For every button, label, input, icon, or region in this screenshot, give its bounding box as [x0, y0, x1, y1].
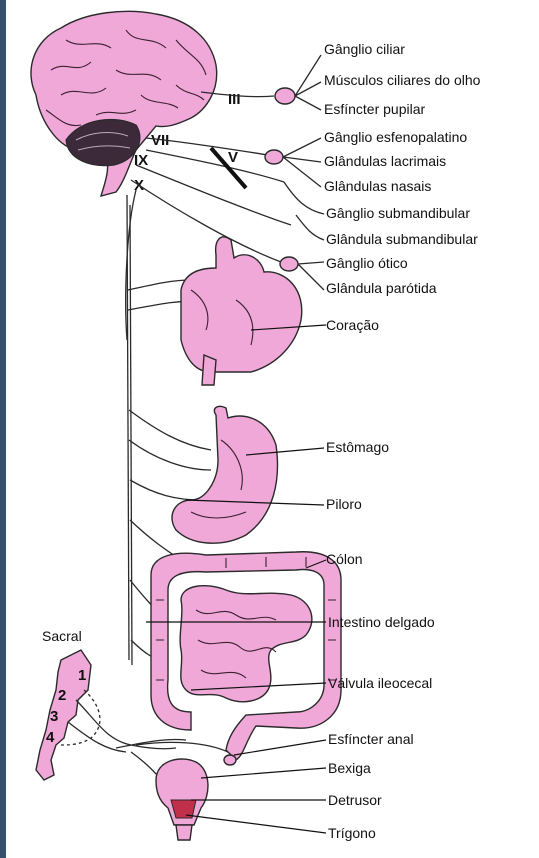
- sacral-number-2: 2: [58, 687, 66, 704]
- label-piloro: Piloro: [326, 496, 362, 512]
- label-detrusor: Detrusor: [328, 792, 382, 808]
- stomach: [172, 406, 278, 543]
- label-musculos-ciliares: Músculos ciliares do olho: [324, 72, 481, 88]
- label-glandula-parotida: Glândula parótida: [326, 280, 437, 296]
- label-esfincter-pupilar: Esfíncter pupilar: [324, 101, 425, 117]
- label-valvula-ileocecal: Válvula ileocecal: [328, 675, 432, 691]
- cranial-nerve-V: V: [228, 149, 238, 166]
- label-intestino-delgado: Intestino delgado: [328, 614, 435, 630]
- sacral-number-4: 4: [46, 729, 55, 746]
- anal-sphincter: [224, 755, 236, 765]
- label-ganglio-ciliar: Gânglio ciliar: [324, 41, 405, 57]
- label-glandulas-lacrimais: Glândulas lacrimais: [324, 153, 446, 169]
- label-coracao: Coração: [326, 317, 379, 333]
- sacral-number-3: 3: [50, 708, 58, 725]
- diagram-canvas: III VII IX X V: [6, 0, 539, 858]
- label-esfincter-anal: Esfíncter anal: [328, 731, 414, 747]
- label-glandulas-nasais: Glândulas nasais: [324, 178, 431, 194]
- sacral-number-1: 1: [78, 667, 86, 684]
- label-estomago: Estômago: [326, 439, 389, 455]
- cranial-nerve-III: III: [228, 91, 241, 108]
- label-ganglio-submandibular: Gânglio submandibular: [326, 205, 470, 221]
- label-bexiga: Bexiga: [328, 760, 371, 776]
- label-ganglio-esfenopalatino: Gânglio esfenopalatino: [324, 129, 467, 145]
- brain: [31, 11, 217, 196]
- label-glandula-submandibular: Glândula submandibular: [326, 231, 478, 247]
- label-colon: Cólon: [326, 551, 363, 567]
- sacral-label: Sacral: [42, 628, 82, 644]
- parasympathetic-diagram: III VII IX X V: [6, 0, 539, 858]
- label-trigono: Trígono: [328, 825, 376, 841]
- label-ganglio-otico: Gânglio ótico: [326, 255, 408, 271]
